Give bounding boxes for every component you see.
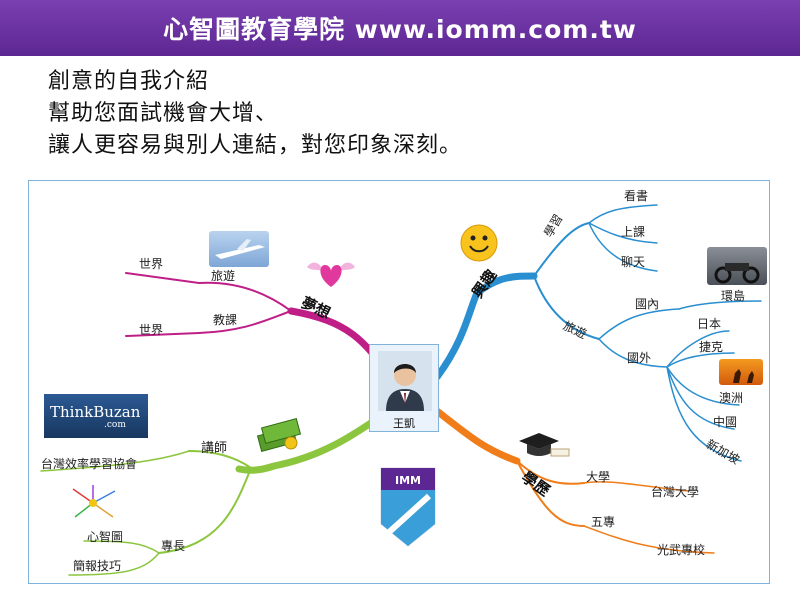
abroad-leaf-japan: 日本 (697, 317, 722, 331)
branch-uni-leaf (583, 481, 690, 492)
intro-line-2: 幫助您面試機會大增、 (48, 101, 279, 126)
svg-text:IMM: IMM (395, 474, 421, 487)
dream-travel-leaf: 世界 (139, 257, 164, 271)
branch-voc-leaf (583, 525, 715, 554)
mind-map-branches (40, 204, 762, 576)
center-name: 王凱 (393, 417, 415, 430)
branch-dream-travel (125, 272, 292, 312)
airplane-image (209, 231, 269, 267)
study-leaf-class: 上課 (621, 225, 646, 239)
expertise-leaf-mm: 心智圖 (87, 530, 124, 544)
branch-abroad-sg (666, 366, 742, 462)
branch-education (433, 407, 521, 465)
kangaroo-sunset-image (719, 359, 763, 385)
dream-travel-label: 旅遊 (211, 269, 236, 283)
intro-line-3: 讓人更容易與別人連結，對您印象深刻。 (48, 133, 463, 158)
center-node: 王凱 (369, 344, 439, 432)
branch-travel-abroad (598, 338, 668, 368)
abroad-leaf-china: 中國 (713, 415, 738, 429)
travel-abroad-label: 國外 (627, 351, 652, 365)
header-title: 心智圖教育學院 www.iomm.com.tw (163, 15, 637, 44)
branch-interest-travel (533, 275, 600, 340)
mindmap-thumbnail-image (67, 483, 119, 523)
portrait-image (378, 351, 432, 411)
dream-teach-label: 教課 (213, 313, 238, 327)
travel-domestic-label: 國內 (635, 297, 660, 311)
abroad-leaf-aus: 澳洲 (719, 391, 744, 405)
branch-edu-vocational (516, 460, 585, 527)
thinkbuzan-logo: ThinkBuzan .com (44, 394, 148, 438)
branch-domestic-island (678, 300, 762, 310)
branch-dream-teach (125, 310, 292, 337)
branch-abroad-aus (666, 366, 740, 406)
branch-interest (433, 272, 538, 381)
study-leaf-chat: 聊天 (621, 255, 646, 269)
branch-interest-study (533, 222, 590, 277)
branch-abroad-czech (666, 352, 735, 368)
branch-career-lecturer (188, 450, 252, 469)
study-leaf-books: 看書 (624, 189, 649, 203)
branch-edu-university (516, 460, 585, 485)
intro-text: 創意的自我介紹 幫助您面試機會大增、 讓人更容易與別人連結，對您印象深刻。 (48, 66, 462, 162)
lecturer-leaf: 台灣效率學習協會 (41, 457, 138, 471)
graduation-cap-icon (515, 431, 571, 461)
page-header: 心智圖教育學院 www.iomm.com.tw (0, 0, 800, 56)
expertise-leaf-pres: 簡報技巧 (73, 559, 122, 573)
money-stack-icon (253, 413, 303, 453)
branch-abroad-japan (666, 330, 730, 368)
branch-career-expertise (158, 467, 252, 554)
edu-vocational-label: 五專 (591, 515, 616, 529)
career-label: 講師 (201, 441, 228, 456)
branch-study-chat (588, 222, 658, 272)
winged-heart-icon (303, 253, 359, 293)
edu-university-leaf: 台灣大學 (651, 485, 700, 499)
motorbike-photo (707, 247, 767, 285)
edu-university-label: 大學 (586, 470, 611, 484)
branch-expertise-pres (68, 552, 160, 576)
branch-study-books (588, 204, 658, 224)
branch-abroad-china (666, 366, 735, 430)
domestic-leaf-island: 環島 (721, 289, 746, 303)
smiley-icon (459, 223, 499, 263)
expertise-label: 專長 (161, 539, 186, 553)
branch-study-class (588, 222, 658, 244)
branch-travel-domestic (598, 308, 680, 340)
edu-vocational-leaf: 光武專校 (657, 543, 706, 557)
iomm-shield-logo: IMM (379, 466, 437, 548)
dream-teach-leaf: 世界 (139, 323, 164, 337)
mind-map: 王凱 夢想 興趣 學歷 講師 旅遊 世界 教課 世界 學習 看書 上課 聊天 旅… (28, 180, 770, 584)
branch-lecturer-leaf (40, 450, 190, 472)
branch-expertise-mm (83, 540, 160, 554)
thinkbuzan-logo-sub: .com (104, 420, 126, 430)
thinkbuzan-logo-text: ThinkBuzan (50, 403, 141, 421)
abroad-leaf-czech: 捷克 (699, 340, 724, 354)
intro-line-1: 創意的自我介紹 (48, 69, 210, 94)
